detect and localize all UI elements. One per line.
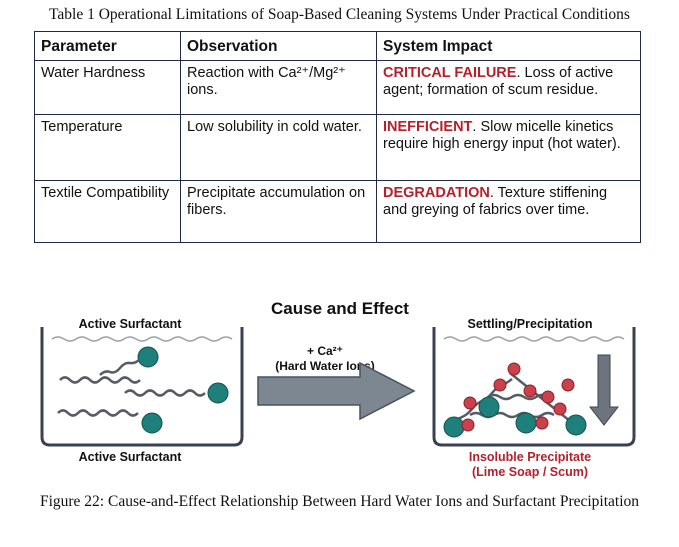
observation-cell: Low solubility in cold water. [180, 114, 377, 181]
right-beaker-top-label: Settling/Precipitation [467, 317, 593, 331]
impact-severity: DEGRADATION [383, 185, 490, 201]
limitations-table: Parameter Observation System Impact Wate… [34, 31, 641, 243]
surfactant-head [443, 416, 465, 438]
surfactant-tail [99, 358, 141, 376]
water-surface-line [51, 336, 233, 342]
impact-description: . Loss of active agent; formation of scu… [383, 65, 614, 98]
figure-illustration [40, 327, 636, 447]
figure-title: Cause and Effect [271, 299, 409, 318]
surfactant-head [515, 412, 537, 434]
precipitate-sublabel: (Lime Soap / Scum) [472, 465, 588, 479]
impact-description: . Texture stiffening and greying of fabr… [383, 185, 608, 218]
impact-severity: INEFFICIENT [383, 119, 473, 135]
arrow-ion-label: + Ca²⁺ [306, 344, 343, 358]
left-beaker-top-label: Active Surfactant [78, 317, 182, 331]
calcium-ion [507, 362, 521, 376]
figure-caption: Figure 22: Cause-and-Effect Relationship… [39, 493, 640, 510]
calcium-ion [523, 384, 537, 398]
calcium-ion [463, 396, 477, 410]
calcium-ion [541, 390, 555, 404]
cause-arrow [257, 361, 416, 421]
surfactant-tail [59, 376, 141, 384]
calcium-ion [561, 378, 575, 392]
table-row: Textile Compatibility Precipitate accumu… [34, 180, 641, 243]
beaker-outline [432, 327, 636, 447]
observation-cell: Reaction with Ca²⁺/Mg²⁺ ions. [180, 60, 377, 115]
arrow-ion-sublabel: (Hard Water Ions) [275, 359, 375, 373]
column-header-parameter: Parameter [34, 31, 181, 61]
calcium-ion [493, 378, 507, 392]
surfactant-head [207, 382, 229, 404]
parameter-cell: Temperature [34, 114, 181, 181]
right-beaker [432, 327, 636, 447]
table-caption: Table 1 Operational Limitations of Soap-… [49, 6, 630, 23]
table-row: Water Hardness Reaction with Ca²⁺/Mg²⁺ i… [34, 60, 641, 115]
impact-cell: DEGRADATION. Texture stiffening and grey… [376, 180, 641, 243]
surfactant-head [141, 412, 163, 434]
impact-cell: CRITICAL FAILURE. Loss of active agent; … [376, 60, 641, 115]
column-header-observation: Observation [180, 31, 377, 61]
parameter-cell: Water Hardness [34, 60, 181, 115]
observation-cell: Precipitate accumulation on fibers. [180, 180, 377, 243]
settling-arrow [588, 354, 620, 426]
beaker-outline [40, 327, 244, 447]
calcium-ion [553, 402, 567, 416]
surfactant-head [137, 346, 159, 368]
table-header-row: Parameter Observation System Impact [34, 31, 641, 61]
impact-description: . Slow micelle kinetics require high ene… [383, 119, 621, 152]
precipitate-label: Insoluble Precipitate [468, 450, 592, 464]
surfactant-tail [487, 393, 549, 401]
table-row: Temperature Low solubility in cold water… [34, 114, 641, 181]
surfactant-tail [124, 389, 206, 397]
impact-severity: CRITICAL FAILURE [383, 65, 517, 81]
left-beaker [40, 327, 244, 447]
calcium-ion [535, 416, 549, 430]
calcium-ion [461, 418, 475, 432]
column-header-system-impact: System Impact [376, 31, 641, 61]
surfactant-head [565, 414, 587, 436]
impact-cell: INEFFICIENT. Slow micelle kinetics requi… [376, 114, 641, 181]
surfactant-tail [57, 409, 139, 417]
left-beaker-bottom-label: Active Surfactant [78, 450, 182, 464]
parameter-cell: Textile Compatibility [34, 180, 181, 243]
water-surface-line [443, 336, 625, 342]
cause-effect-figure: Cause and Effect Active Surfactant Activ… [0, 285, 679, 485]
surfactant-head [478, 396, 500, 418]
